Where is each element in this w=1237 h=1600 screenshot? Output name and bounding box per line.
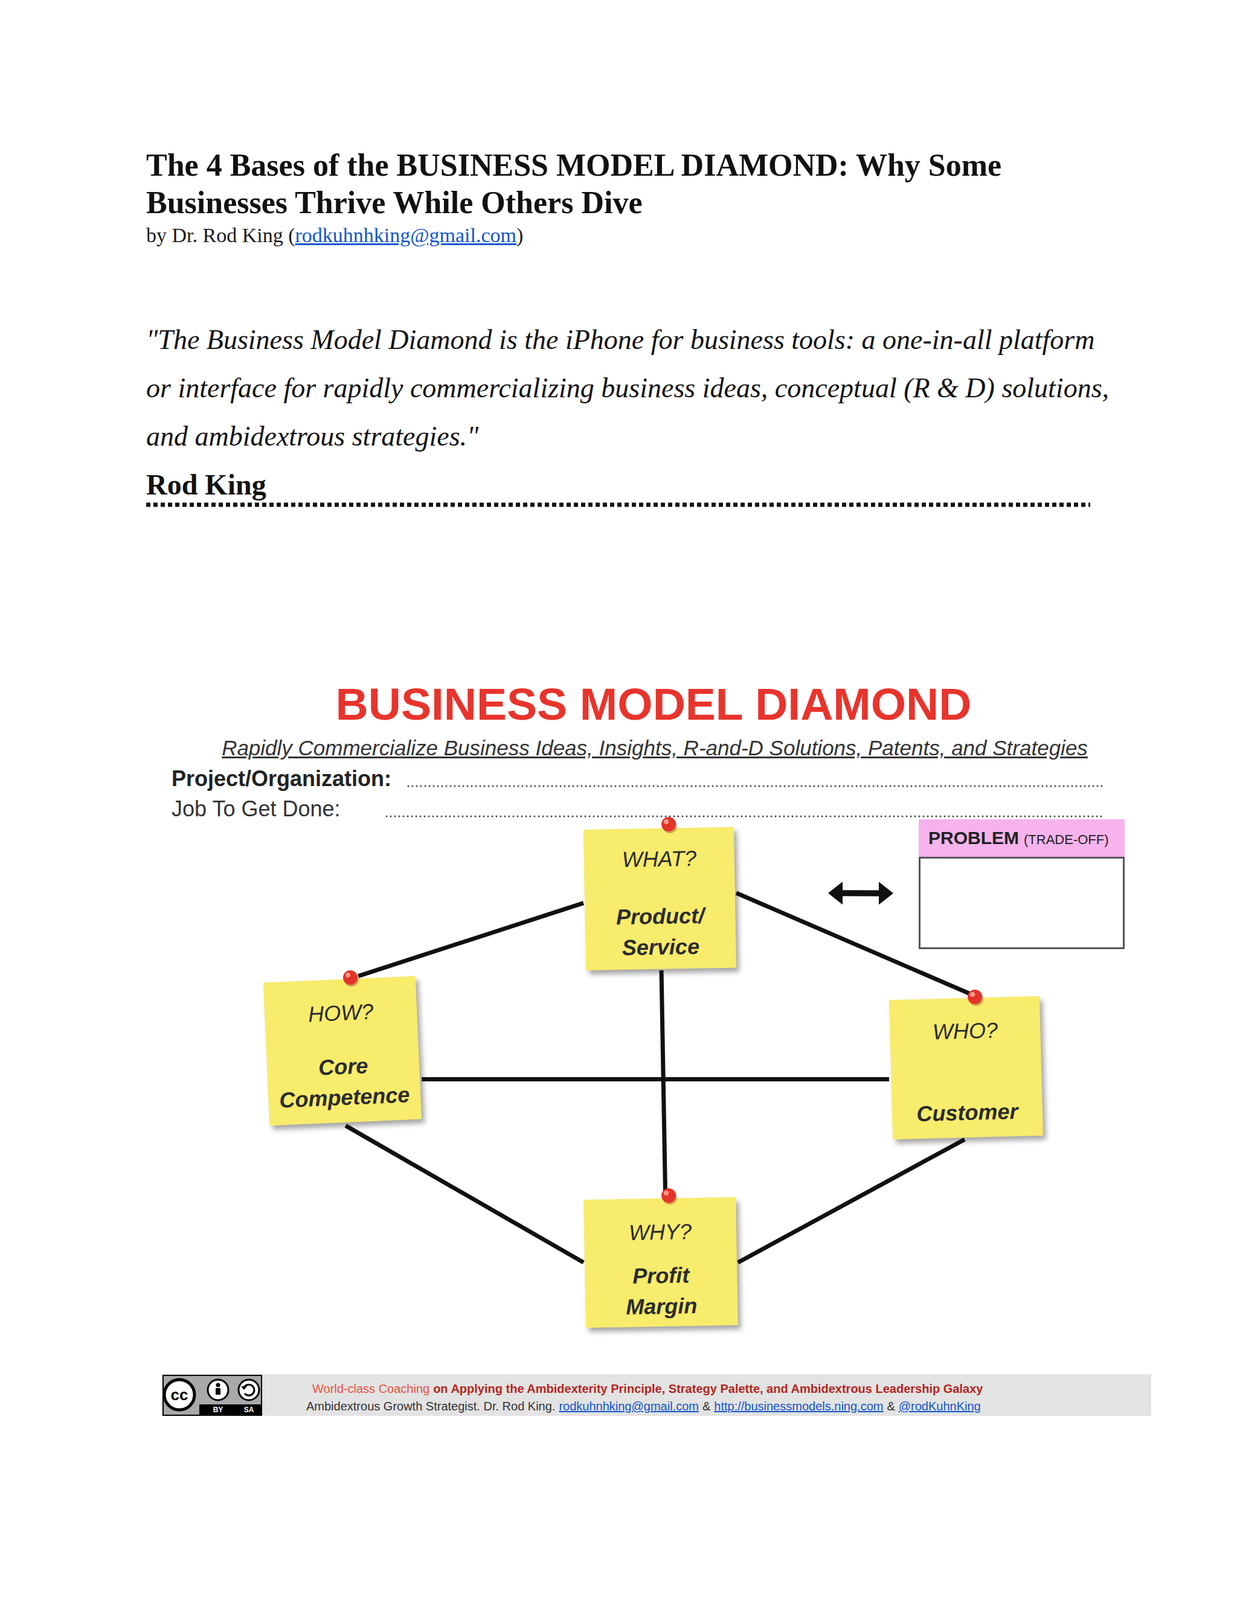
license-code-text: SA (244, 1406, 255, 1415)
cc-circle (164, 1380, 195, 1411)
footer-text: & (702, 1398, 711, 1415)
sticky-note: HOW? Core Competence (263, 976, 422, 1127)
note-label: Core Competence (269, 1048, 418, 1117)
byline-text: rodkuhnhking@gmail.com (295, 222, 518, 249)
license-code-text: BY (213, 1406, 224, 1415)
problem-field (918, 857, 1125, 950)
problem-box: PROBLEM(TRADE-OFF) (918, 819, 1125, 950)
fill-in-leader (408, 785, 1103, 788)
note-label: Profit Margin (608, 1259, 714, 1323)
note-heading: WHO? (893, 1016, 1038, 1047)
license-code: BY (213, 1406, 224, 1415)
license-code: SA (244, 1406, 255, 1415)
footer-text: rodkuhnhking@gmail.com (558, 1398, 699, 1415)
note-heading: WHAT? (587, 845, 731, 874)
by-person-head (216, 1383, 221, 1389)
footer-line: Ambidextrous Growth Strategist. Dr. Rod … (306, 1398, 981, 1415)
connector-line (738, 1139, 965, 1263)
cc-mark: cc (170, 1386, 189, 1405)
cc-mark-text: cc (170, 1386, 189, 1405)
by-person-body (215, 1388, 221, 1396)
author-name: Rod King (146, 468, 267, 501)
byline-text: ) (516, 222, 524, 249)
note-label: Product/ Service (588, 899, 733, 964)
connector-line (421, 1077, 890, 1082)
sticky-note: WHO? Customer (889, 996, 1044, 1140)
connector-line (661, 970, 666, 1198)
note-label: Customer (895, 1095, 1039, 1131)
sticky-note: WHAT? Product/ Service (583, 827, 737, 971)
sa-arrow-head (240, 1386, 248, 1391)
connector-line (358, 903, 584, 977)
field-label-text: Job To Get Done: (171, 796, 341, 822)
note-heading: HOW? (267, 997, 414, 1030)
footer-text: @rodKuhnKing (898, 1398, 981, 1415)
byline: by Dr. Rod King (rodkuhnhking@gmail.com) (146, 222, 524, 249)
problem-heading: PROBLEM (928, 819, 1019, 858)
diagram-heading: BUSINESS MODEL DIAMOND (335, 680, 972, 729)
sa-arrow (244, 1384, 255, 1396)
footer-text: Ambidextrous Growth Strategist. Dr. Rod … (306, 1398, 556, 1415)
footer-line: World-class Coachingon Applying the Ambi… (312, 1381, 983, 1398)
double-arrow (842, 890, 879, 897)
byline-text: by Dr. Rod King ( (146, 222, 296, 249)
dotted-rule (146, 503, 1091, 508)
quote: "The Business Model Diamond is the iPhon… (146, 315, 1113, 461)
sa-circle (238, 1380, 260, 1401)
license-badge (163, 1375, 262, 1416)
field-label-text: Project/Organization: (171, 766, 392, 792)
document-title: The 4 Bases of the BUSINESS MODEL DIAMON… (146, 146, 1053, 222)
problem-subheading: (TRADE-OFF) (1023, 821, 1109, 859)
diagram-heading-text: BUSINESS MODEL DIAMOND (335, 678, 972, 730)
quote-text: "The Business Model Diamond is the iPhon… (146, 324, 1109, 452)
problem-header: PROBLEM(TRADE-OFF) (918, 819, 1125, 858)
footer-text: & (886, 1398, 895, 1415)
footer-text: on Applying the Ambidexterity Principle,… (433, 1381, 983, 1398)
license-strip (199, 1404, 262, 1416)
fill-in-leader (386, 816, 1105, 818)
by-circle (207, 1380, 229, 1401)
field-label: Job To Get Done: (171, 796, 341, 823)
sticky-note: WHY? Profit Margin (583, 1197, 739, 1329)
note-heading: WHY? (608, 1218, 713, 1248)
footer-bar (161, 1374, 1152, 1417)
quote-author: Rod King (146, 466, 267, 504)
diagram-subtitle-text: Rapidly Commercialize Business Ideas, In… (221, 736, 1088, 760)
connector-line (345, 1125, 584, 1263)
footer-text: http://businessmodels.ning.com (713, 1398, 884, 1415)
diagram-subtitle: Rapidly Commercialize Business Ideas, In… (221, 735, 1088, 762)
footer-text: World-class Coaching (312, 1381, 430, 1398)
field-label: Project/Organization: (171, 765, 392, 793)
